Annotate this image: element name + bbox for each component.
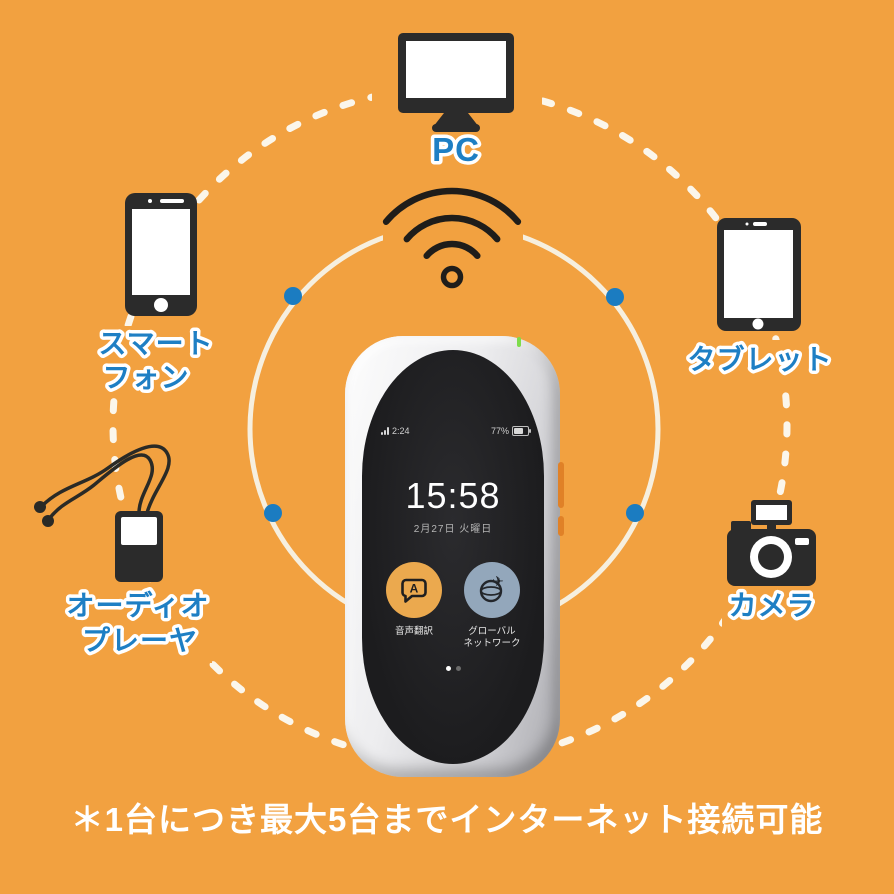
earphone-cord bbox=[40, 444, 171, 521]
speech-bubble-translate-icon: A bbox=[401, 578, 427, 603]
earbud bbox=[42, 515, 54, 527]
audio-player-icon bbox=[34, 444, 171, 582]
global-network-app: ✈ グローバル ネットワーク bbox=[463, 562, 521, 649]
globe-network-icon: ✈ bbox=[479, 573, 504, 603]
audio-player-label-line2: プレーヤ bbox=[82, 625, 198, 656]
earbud bbox=[34, 501, 46, 513]
smartphone-label-line2: フォン bbox=[102, 362, 189, 393]
connection-dot bbox=[606, 288, 624, 306]
status-bar: 2:24 77% bbox=[381, 426, 531, 436]
connection-dots bbox=[264, 287, 644, 522]
camera-icon bbox=[727, 500, 816, 586]
signal-status: 2:24 bbox=[381, 426, 410, 436]
clock: 15:58 bbox=[405, 475, 501, 516]
wifi-icon bbox=[382, 187, 522, 289]
side-button-upper[interactable] bbox=[558, 462, 564, 508]
voice-translate-button[interactable]: A bbox=[386, 562, 442, 618]
global-network-button[interactable]: ✈ bbox=[464, 562, 520, 618]
bubble-letter: A bbox=[410, 582, 419, 596]
signal-bars-icon bbox=[381, 427, 389, 435]
plane-glyph: ✈ bbox=[492, 573, 504, 589]
status-led bbox=[517, 337, 521, 347]
page-dot-active bbox=[445, 666, 451, 671]
connection-dot bbox=[264, 504, 282, 522]
tablet-label: タブレット bbox=[687, 343, 832, 375]
connection-dot bbox=[284, 287, 302, 305]
voice-translate-app: A 音声翻訳 bbox=[385, 562, 443, 649]
status-time: 2:24 bbox=[392, 426, 410, 436]
smartphone-label-line1: スマート bbox=[98, 328, 213, 359]
battery-icon bbox=[512, 426, 531, 436]
translator-device: 2:24 77% 15:58 2月27日 火曜日 A 音 bbox=[345, 336, 564, 777]
smartphone-icon bbox=[125, 193, 197, 316]
connection-dot bbox=[626, 504, 644, 522]
side-button-lower[interactable] bbox=[558, 516, 564, 536]
pc-label: PC bbox=[432, 131, 480, 168]
app-buttons-row: A 音声翻訳 ✈ グローバル ネットワー bbox=[362, 562, 544, 649]
battery-percent: 77% bbox=[490, 426, 509, 436]
page-indicator bbox=[362, 666, 544, 671]
date: 2月27日 火曜日 bbox=[413, 524, 493, 535]
battery-status: 77% bbox=[490, 426, 531, 436]
tablet-icon bbox=[717, 218, 801, 331]
audio-player-label-line1: オーディオ bbox=[66, 589, 209, 621]
global-network-label: グローバル ネットワーク bbox=[463, 626, 521, 649]
desktop-monitor-icon bbox=[398, 33, 514, 132]
camera-label: カメラ bbox=[728, 590, 815, 621]
device-screen: 2:24 77% 15:58 2月27日 火曜日 A 音 bbox=[362, 350, 544, 764]
page-dot bbox=[455, 666, 461, 671]
footnote: ＊1台につき最大5台までインターネット接続可能 bbox=[70, 801, 824, 838]
voice-translate-label: 音声翻訳 bbox=[394, 626, 433, 637]
